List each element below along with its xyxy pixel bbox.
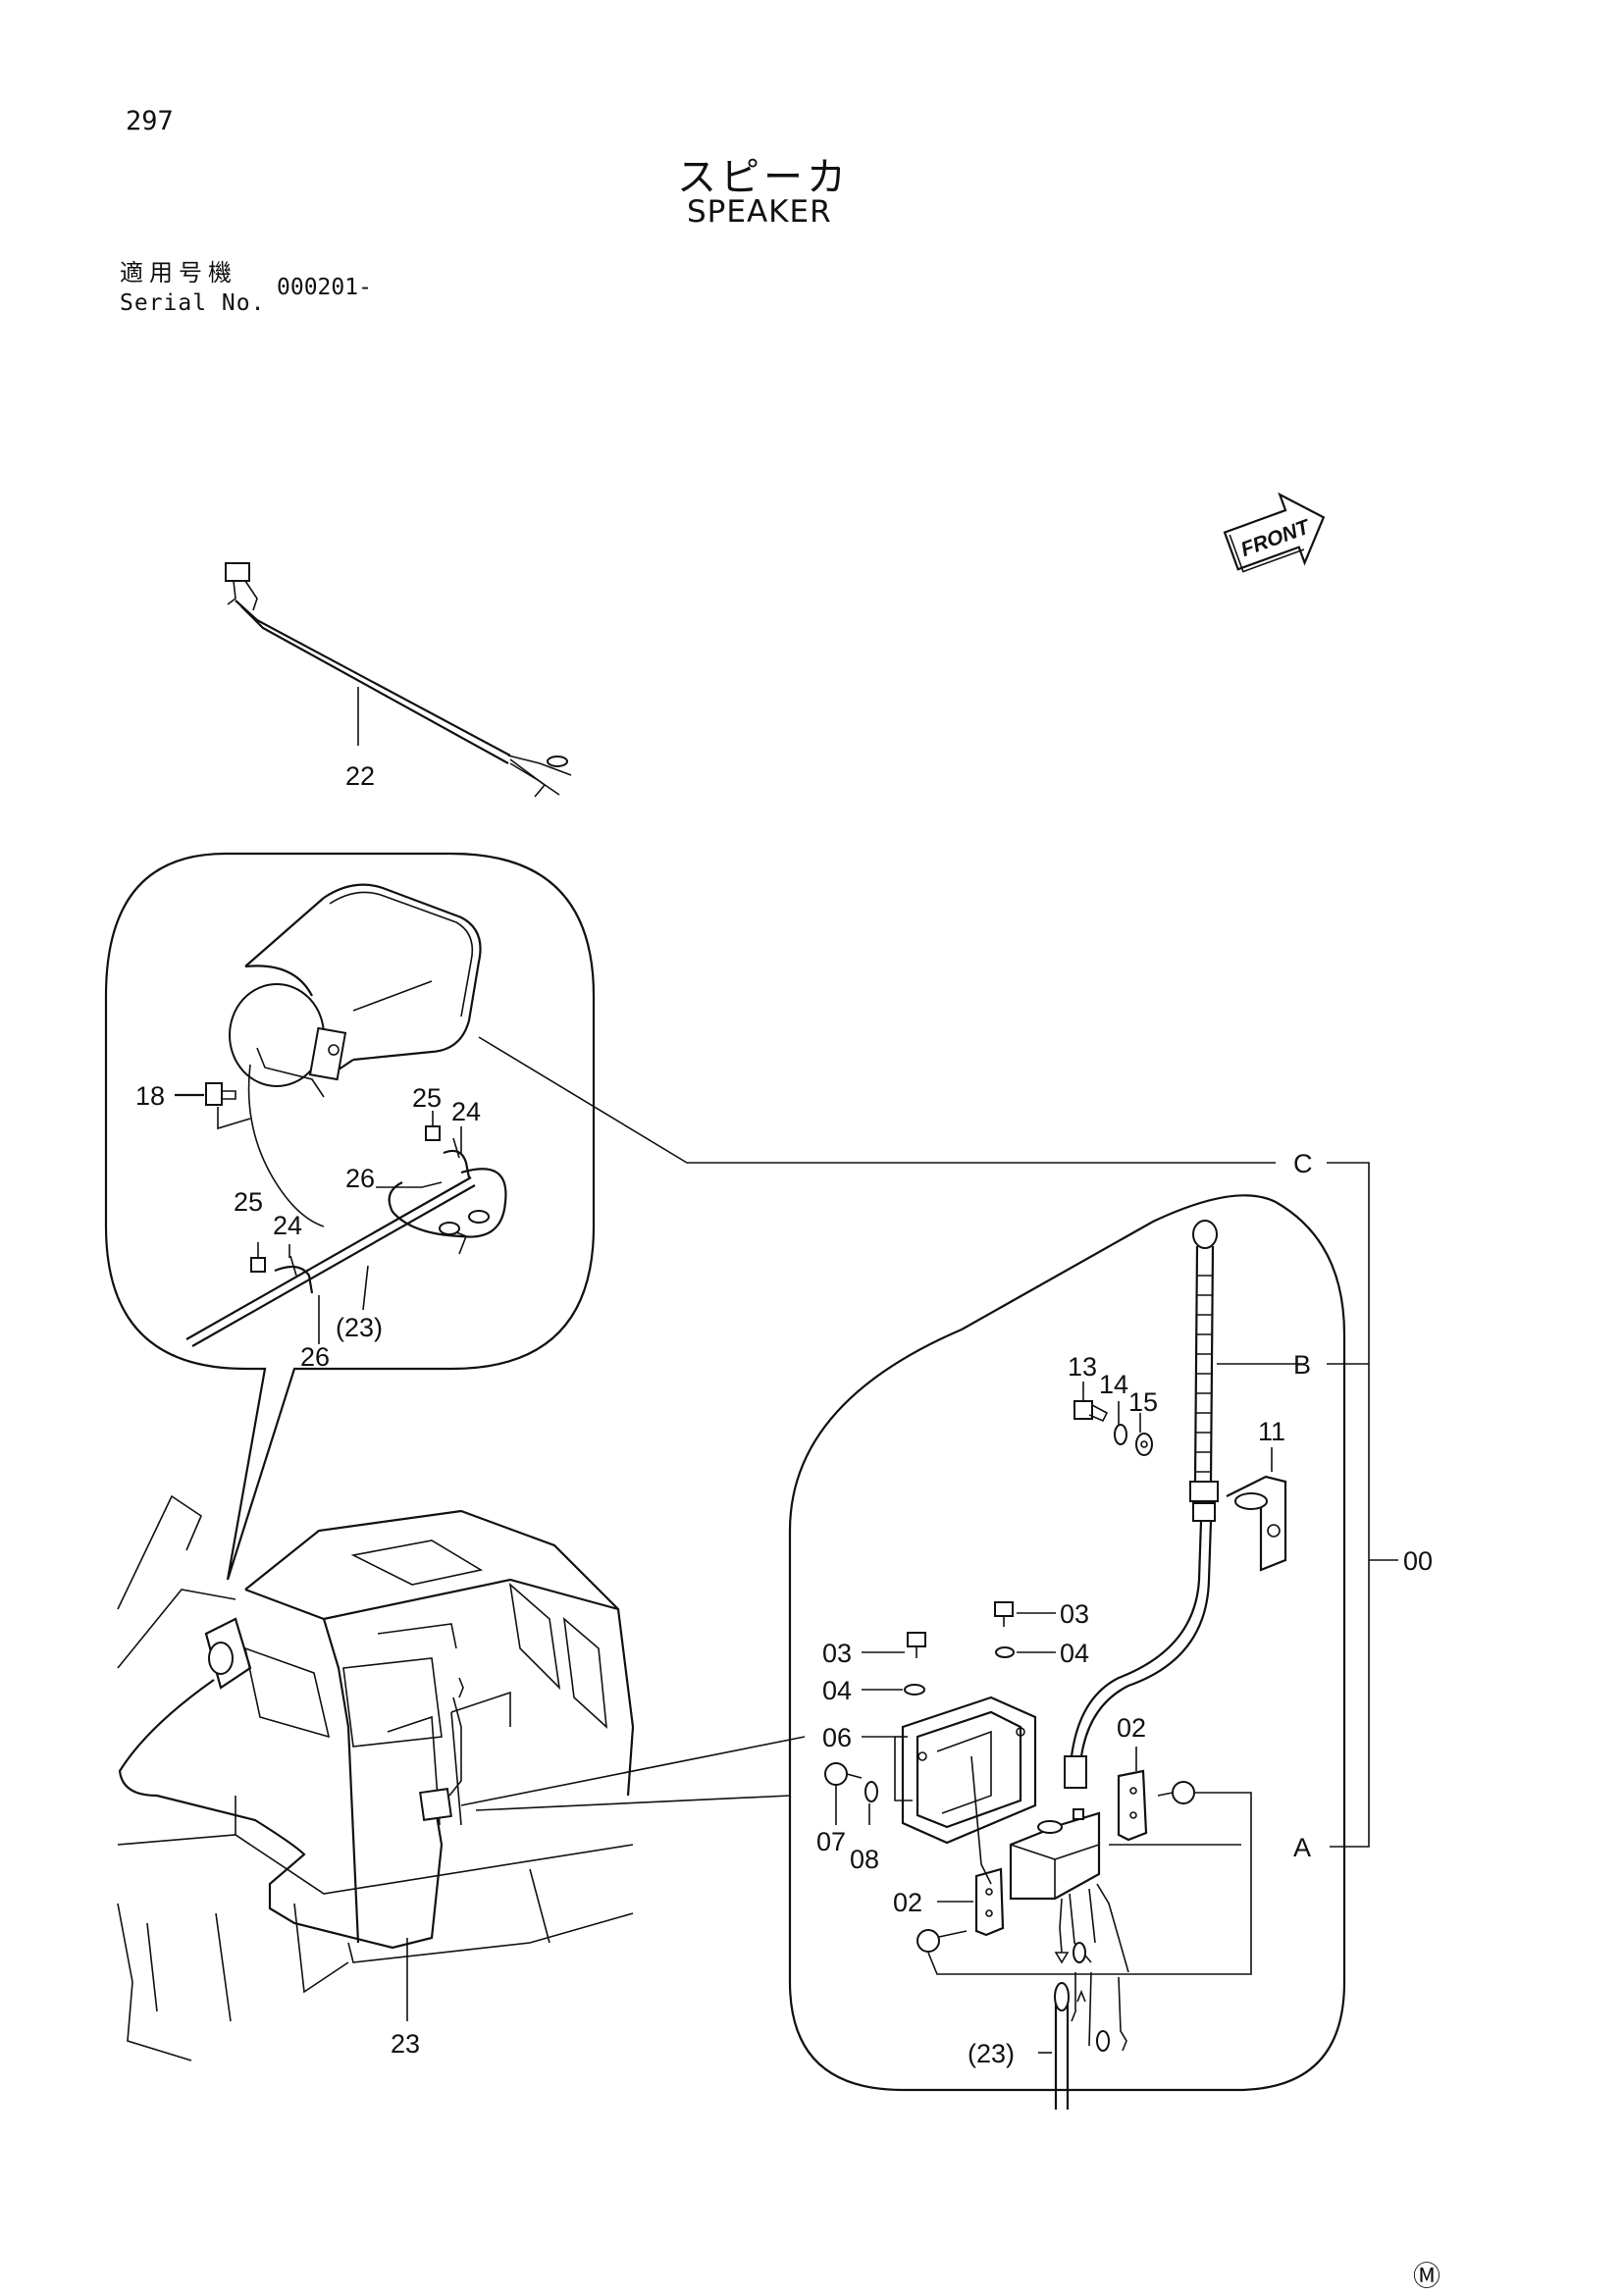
cable-clamps: [185, 1111, 507, 1347]
amplifier-unit: [1009, 1808, 1241, 1973]
part-label-03-left: 03: [822, 1639, 852, 1668]
bolt-07-washer-08: [824, 1762, 878, 1825]
footer-mark: Ⓜ: [1413, 2260, 1441, 2292]
mounting-bracket-06: [862, 1696, 1037, 1885]
brackets-02: [916, 1747, 1252, 1975]
part-label-25-lower: 25: [234, 1187, 263, 1217]
wire-harness-22: [225, 562, 572, 798]
part-label-15: 15: [1128, 1387, 1158, 1417]
part-label-23-bubble: (23): [336, 1313, 383, 1342]
callout-lines: [478, 1036, 1398, 1848]
front-arrow-icon: FRONT: [1223, 492, 1326, 573]
part-label-06: 06: [822, 1723, 852, 1752]
bolt-18: [175, 1082, 251, 1130]
page-number: 297: [126, 106, 174, 136]
part-label-23: 23: [391, 2029, 420, 2059]
part-label-25-upper: 25: [412, 1083, 442, 1113]
part-label-22: 22: [345, 761, 375, 791]
harness-connection-23: [1038, 1971, 1127, 2110]
machine-cab: [117, 1494, 635, 2061]
part-label-26-lower: 26: [300, 1342, 330, 1372]
part-label-18: 18: [135, 1081, 165, 1111]
serial-number-value: 000201-: [277, 275, 372, 300]
bolt-13-washers: [1073, 1382, 1153, 1456]
page-title-japanese: スピーカ: [677, 155, 850, 200]
part-label-07: 07: [816, 1827, 846, 1856]
part-label-04-right: 04: [1060, 1639, 1089, 1668]
part-label-26-upper: 26: [345, 1164, 375, 1193]
part-label-08: 08: [850, 1845, 879, 1874]
part-label-23-connection: (23): [968, 2039, 1015, 2068]
part-label-11: 11: [1258, 1417, 1285, 1446]
callout-label-c: C: [1293, 1149, 1313, 1178]
antenna: [1064, 1220, 1305, 1789]
serial-label-english: Serial No.: [120, 290, 266, 316]
callout-label-assembly: 00: [1403, 1546, 1433, 1576]
part-label-14: 14: [1099, 1370, 1128, 1399]
part-label-02-right: 02: [1117, 1713, 1146, 1743]
bolts-03-washers-04: [862, 1601, 1056, 1696]
callout-label-b: B: [1293, 1350, 1311, 1380]
page-title-english: SPEAKER: [687, 194, 832, 230]
amplifier-detail-bubble: [460, 1194, 1346, 2092]
speaker-horn: [229, 883, 482, 1227]
part-label-13: 13: [1068, 1352, 1097, 1382]
callout-label-a: A: [1293, 1833, 1311, 1862]
part-label-24-upper: 24: [451, 1097, 481, 1126]
part-label-24-lower: 24: [273, 1211, 302, 1240]
part-label-03-right: 03: [1060, 1599, 1089, 1629]
bracket-11: [1226, 1447, 1287, 1572]
part-label-04-left: 04: [822, 1676, 852, 1705]
part-label-02-left: 02: [893, 1888, 922, 1917]
serial-label-japanese: 適用号機: [120, 259, 237, 287]
speaker-detail-bubble: [104, 852, 596, 1581]
